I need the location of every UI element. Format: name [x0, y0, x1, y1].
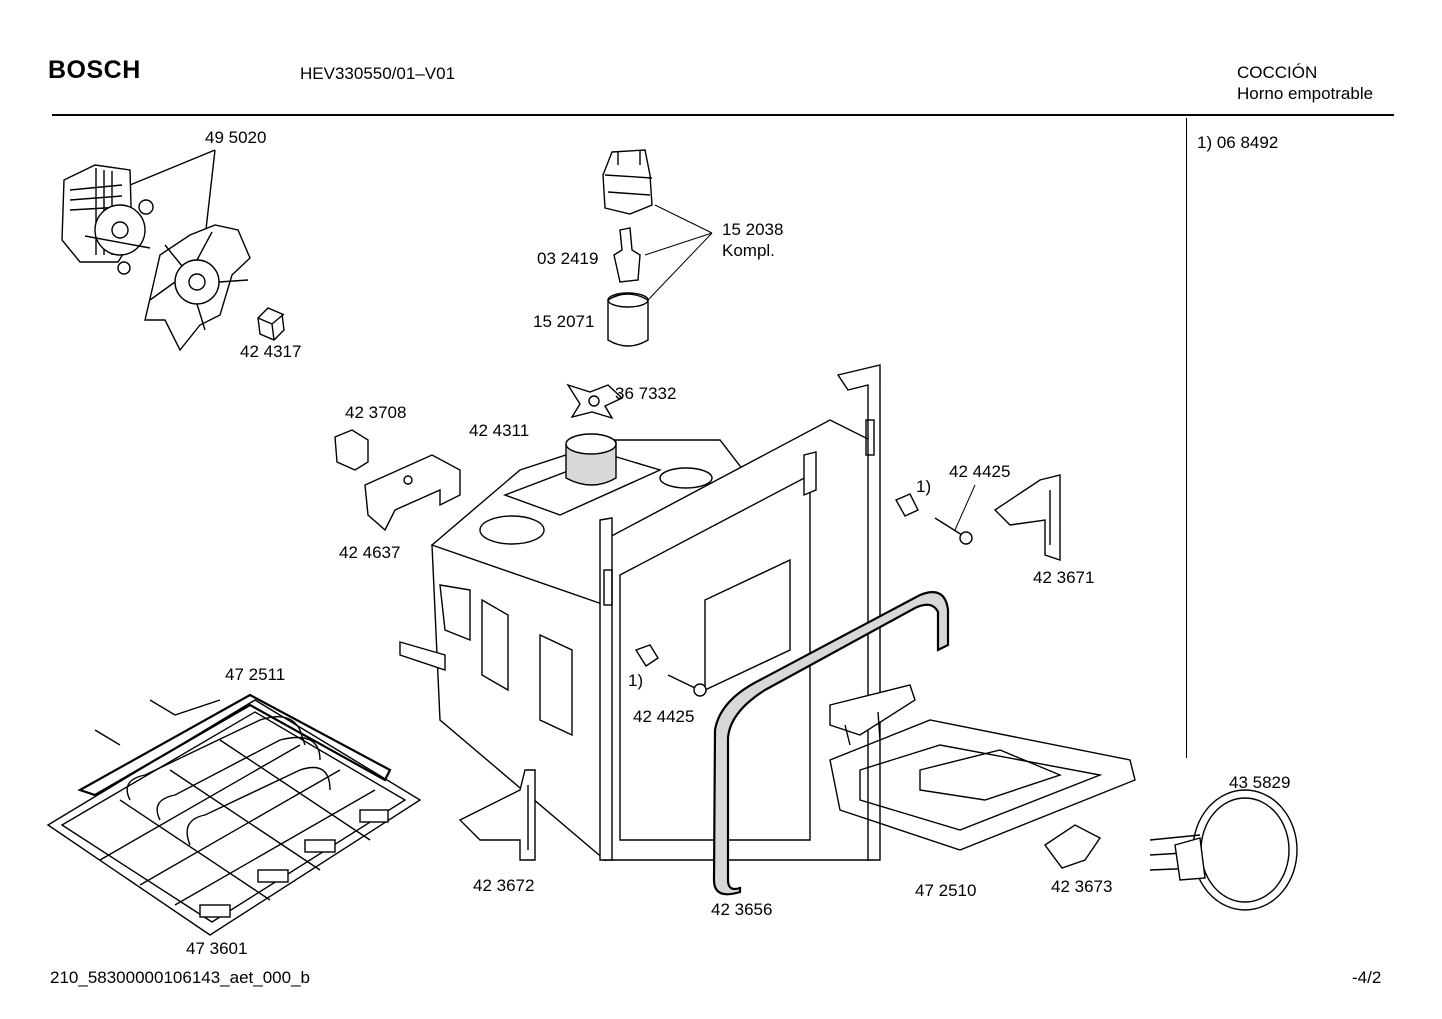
label-right-screw: 42 4425 — [949, 462, 1011, 481]
label-right-screw-note: 1) — [916, 477, 932, 496]
fan-motor-drawing — [61, 149, 216, 275]
left-rail-drawing — [458, 769, 536, 861]
document-id: 210_58300000106143_aet_000_b — [50, 968, 310, 987]
label-left-rail: 42 3672 — [473, 876, 535, 895]
label-lamp-socket: 03 2419 — [537, 249, 599, 268]
bottom-tray-drawing — [46, 699, 422, 936]
label-right-rail: 42 3671 — [1033, 568, 1095, 587]
label-door-seal: 42 3656 — [711, 900, 773, 919]
label-fan-motor: 49 5020 — [205, 128, 267, 147]
left-bracket-drawing — [364, 454, 461, 532]
model-number: HEV330550/01–V01 — [300, 64, 456, 83]
label-top-clip: 36 7332 — [615, 384, 677, 403]
category-title: COCCIÓN — [1237, 63, 1318, 82]
right-screw-drawing — [895, 484, 976, 545]
right-rail-drawing — [993, 474, 1061, 561]
grill-heater-drawing — [829, 684, 1136, 851]
label-fan-nut: 42 4317 — [240, 342, 302, 361]
label-sensor-clip: 42 3708 — [345, 403, 407, 422]
label-ring-heater: 43 5829 — [1229, 773, 1291, 792]
front-screw-drawing — [634, 644, 707, 697]
label-fan-guard: 42 4311 — [469, 421, 530, 440]
label-lamp-complete-text: Kompl. — [722, 241, 775, 260]
label-left-bracket: 42 4637 — [339, 543, 401, 562]
header-divider — [52, 114, 1394, 116]
side-divider — [1186, 118, 1187, 758]
door-seal-drawing — [712, 591, 950, 896]
label-front-screw: 42 4425 — [633, 707, 695, 726]
label-lamp-cover: 15 2071 — [533, 312, 595, 331]
lamp-cover-drawing — [607, 292, 649, 347]
label-heater-clip: 42 3673 — [1051, 877, 1113, 896]
label-bottom-heater: 47 2511 — [225, 665, 286, 684]
fan-wheel-drawing — [144, 224, 251, 352]
label-grill-heater: 47 2510 — [915, 881, 977, 900]
category-subtitle: Horno empotrable — [1237, 84, 1374, 103]
sensor-clip-drawing — [334, 429, 369, 471]
oven-cavity-drawing — [399, 364, 881, 862]
fan-nut-drawing — [257, 307, 285, 341]
brand-logo: BOSCH — [48, 56, 141, 84]
heater-clip-drawing — [1044, 824, 1102, 869]
label-lamp-complete: 15 2038 — [722, 220, 784, 239]
lamp-socket-drawing — [613, 227, 641, 283]
lamp-housing-drawing — [602, 149, 653, 215]
footnote-reference: 1) 06 8492 — [1197, 133, 1279, 152]
bottom-heater-drawing — [77, 693, 392, 846]
label-bottom-tray: 47 3601 — [186, 939, 248, 958]
ring-heater-drawing — [1149, 789, 1298, 911]
label-front-screw-note: 1) — [628, 671, 644, 690]
top-clip-drawing — [566, 383, 624, 420]
page-number: -4/2 — [1352, 968, 1382, 987]
